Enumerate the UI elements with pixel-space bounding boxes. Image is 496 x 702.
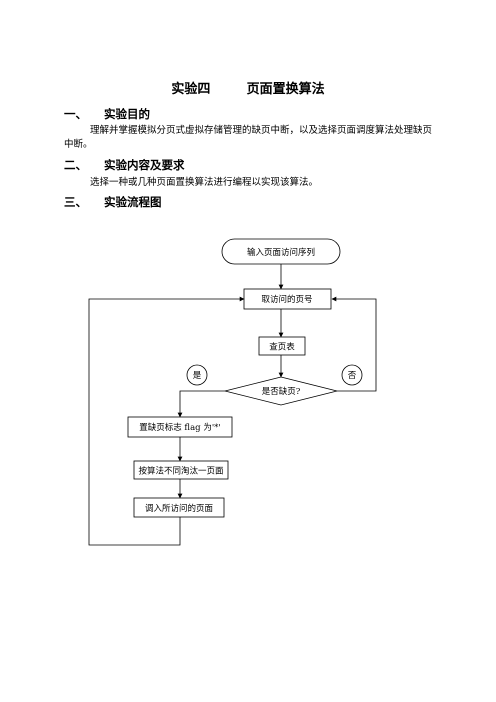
- decision-label: 是否缺页?: [262, 386, 301, 397]
- load-node: [133, 497, 225, 518]
- edge-decision-yes: [177, 390, 225, 418]
- evict-label: 按算法不同淘汰一页面: [138, 466, 224, 477]
- section-2-title: 实验内容及要求: [104, 158, 185, 172]
- section-1-heading: 一、 实验目的: [64, 106, 150, 122]
- section-2-heading: 二、 实验内容及要求: [64, 157, 185, 173]
- yes-label: 是: [193, 371, 202, 381]
- edge-decision-no: [331, 296, 377, 392]
- lookup-node: [258, 336, 306, 356]
- yes-marker: [186, 364, 208, 386]
- section-3-title: 实验流程图: [104, 195, 162, 209]
- load-label: 调入所访问的页面: [145, 503, 214, 514]
- evict-node: [133, 460, 229, 480]
- fetch-label: 取访问的页号: [261, 294, 312, 305]
- section-2-number: 二、: [64, 158, 87, 172]
- section-3-heading: 三、 实验流程图: [64, 194, 162, 210]
- set-flag-label: 置缺页标志 flag 为'*': [139, 422, 221, 433]
- section-2-text: 选择一种或几种页面置换算法进行编程以实现该算法。: [90, 177, 319, 188]
- section-1-text: 理解并掌握模拟分页式虚拟存储管理的缺页中断，以及选择页面调度算法处理缺页中断。: [64, 125, 433, 150]
- no-label: 否: [348, 371, 357, 381]
- section-1-number: 一、: [64, 107, 87, 121]
- lookup-label: 查页表: [269, 342, 295, 353]
- section-3-number: 三、: [64, 195, 87, 209]
- section-1-title: 实验目的: [104, 107, 150, 121]
- page-title: 实验四 页面置换算法: [171, 82, 325, 97]
- no-marker: [341, 364, 363, 386]
- start-label: 输入页面访问序列: [247, 247, 315, 258]
- decision-node: [224, 376, 338, 406]
- edge-load-loop: [88, 296, 245, 546]
